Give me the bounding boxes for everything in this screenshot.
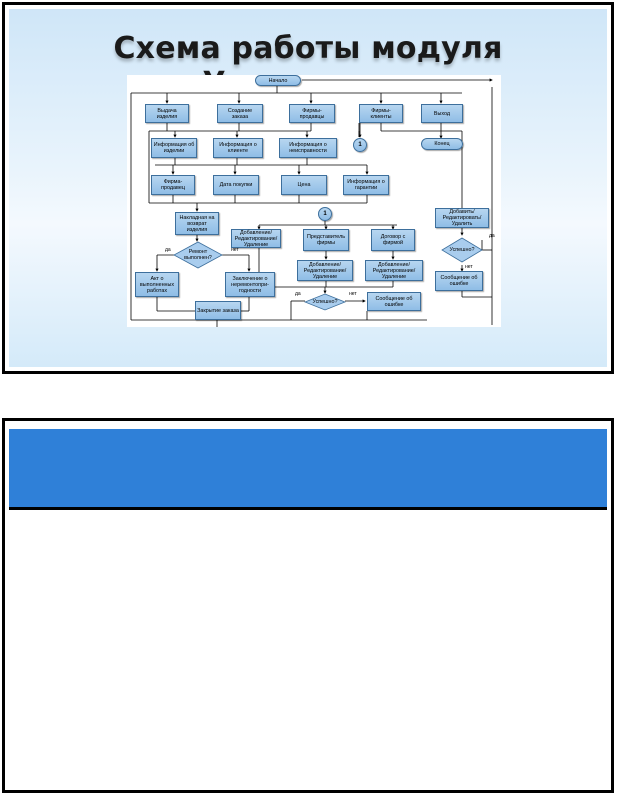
- flow-add-edit-delete: Добавление/ Редактирование/ Удаление: [231, 229, 281, 248]
- flow-connector-1-top: 1: [353, 138, 367, 152]
- flow-conclusion: Заключение о неремонтопри-годности: [225, 272, 275, 297]
- flow-detail-price: Цена: [281, 175, 327, 195]
- flow-menu-sellers: Фирмы-продавцы: [289, 104, 335, 123]
- flow-decision-repair-label: Ремонт выполнен?: [184, 249, 212, 261]
- flow-act: Акт о выполненных работах: [135, 272, 179, 297]
- flow-add-edit-delete-3: Добавление/ Редактирование/ Удаление: [365, 260, 423, 281]
- flow-detail-date: Дата покупки: [213, 175, 259, 195]
- flow-start: Начало: [255, 75, 301, 86]
- flow-label-no-success: нет: [349, 291, 357, 297]
- flow-label-no-right: нет: [465, 264, 473, 270]
- flow-decision-success-right-label: Успешно?: [449, 247, 475, 253]
- flow-menu-create-order: Создание заказа: [217, 104, 263, 123]
- flow-detail-seller: Фирма-продавец: [151, 175, 195, 195]
- slide-2: [2, 418, 614, 793]
- flow-error-msg-right: Сообщение об ошибке: [435, 271, 483, 291]
- flow-contract: Договор с фирмой: [371, 229, 415, 251]
- flow-menu-issue: Выдача изделия: [145, 104, 189, 123]
- slide-2-header: [9, 429, 607, 510]
- flow-decision-repair: [173, 241, 223, 269]
- flow-menu-exit: Выход: [421, 104, 463, 123]
- flow-decision-success: [304, 293, 346, 311]
- flow-decision-success-right: [441, 237, 483, 263]
- flow-end: Конец: [421, 138, 463, 150]
- flow-connector-1-mid: 1: [318, 207, 332, 221]
- flowchart: Начало Выдача изделия Создание заказа Фи…: [127, 75, 501, 327]
- flow-invoice: Накладная на возврат изделия: [175, 212, 219, 235]
- flow-info-client: Информация о клиенте: [213, 138, 263, 158]
- flow-label-yes-repair: да: [165, 247, 171, 253]
- slide-2-body: [9, 513, 607, 786]
- slide-1: Схема работы модуля Управление: [2, 2, 614, 374]
- flow-info-item: Информация об изделии: [151, 138, 197, 158]
- flow-decision-success-label: Успешно?: [312, 299, 338, 305]
- flow-add-edit-delete-2: Добавление/ Редактирование/ Удаление: [297, 260, 353, 281]
- flow-detail-warranty: Информация о гарантии: [343, 175, 389, 195]
- flow-add-edit-delete-right: Добавить/ Редактировать/ Удалить: [435, 208, 489, 228]
- flowchart-connectors: [130, 78, 493, 327]
- flow-label-yes-success: да: [295, 291, 301, 297]
- flow-info-fault: Информация о неисправности: [279, 138, 337, 158]
- flow-label-yes-right: да: [489, 233, 495, 239]
- flow-menu-clients: Фирмы-клиенты: [359, 104, 403, 123]
- flow-error-msg: Сообщение об ошибке: [367, 292, 421, 311]
- flow-representative: Представитель фирмы: [303, 229, 349, 251]
- flow-label-no-repair: нет: [231, 247, 239, 253]
- flow-close-order: Закрытие заказа: [195, 301, 241, 320]
